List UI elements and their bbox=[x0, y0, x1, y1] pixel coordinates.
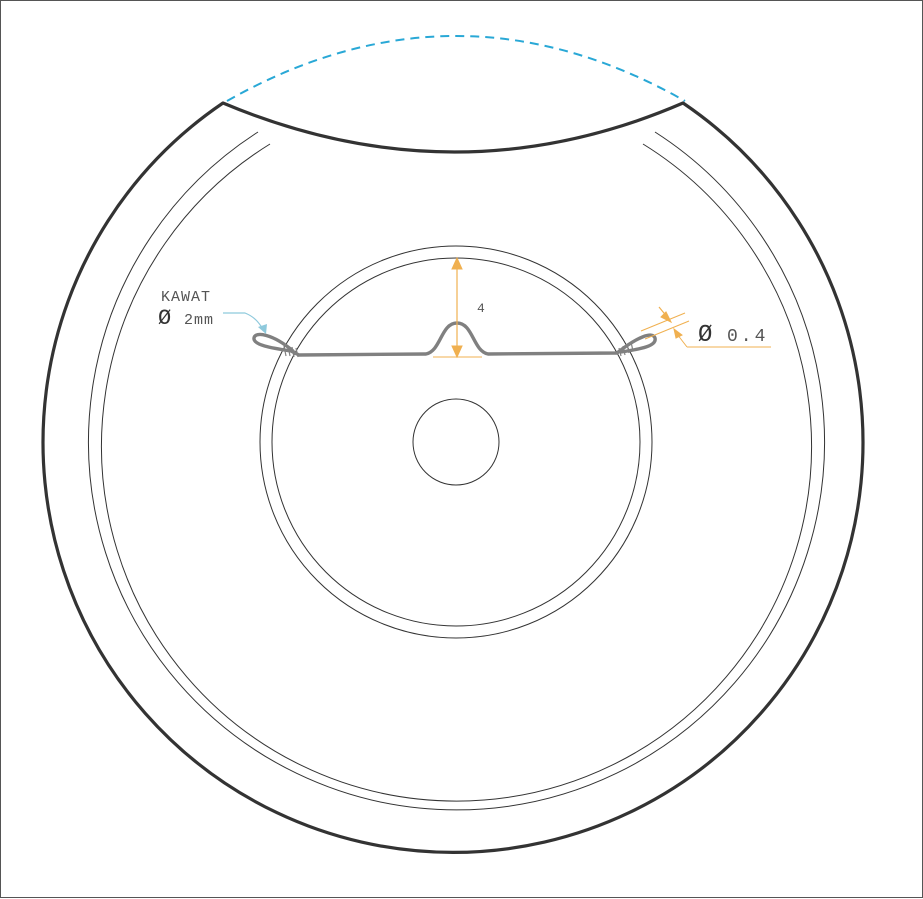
middle-ring-inner bbox=[271, 257, 641, 627]
outer-disc-outline bbox=[41, 101, 865, 855]
wire-diameter-symbol: Ø bbox=[158, 306, 171, 331]
thickness-diameter-symbol: Ø bbox=[698, 322, 712, 349]
wire-label-name: KAWAT bbox=[161, 289, 211, 306]
bump-height-dimension bbox=[433, 256, 482, 359]
outer-ring-arc-1 bbox=[88, 131, 825, 811]
center-hole bbox=[412, 398, 500, 486]
bump-height-value: 4 bbox=[477, 301, 485, 316]
thickness-diameter-value: 0.4 bbox=[727, 327, 768, 347]
dashed-cut-arc bbox=[226, 35, 686, 102]
outer-ring-arc-2 bbox=[101, 143, 812, 802]
wire-callout-arrow bbox=[223, 312, 267, 334]
wire-spring bbox=[252, 321, 657, 357]
right-coil-hatch bbox=[618, 341, 634, 357]
wire-diameter-value: 2mm bbox=[184, 312, 214, 329]
middle-ring-outer bbox=[259, 245, 653, 639]
left-coil-hatch bbox=[283, 345, 299, 358]
thickness-dimension bbox=[640, 306, 771, 348]
